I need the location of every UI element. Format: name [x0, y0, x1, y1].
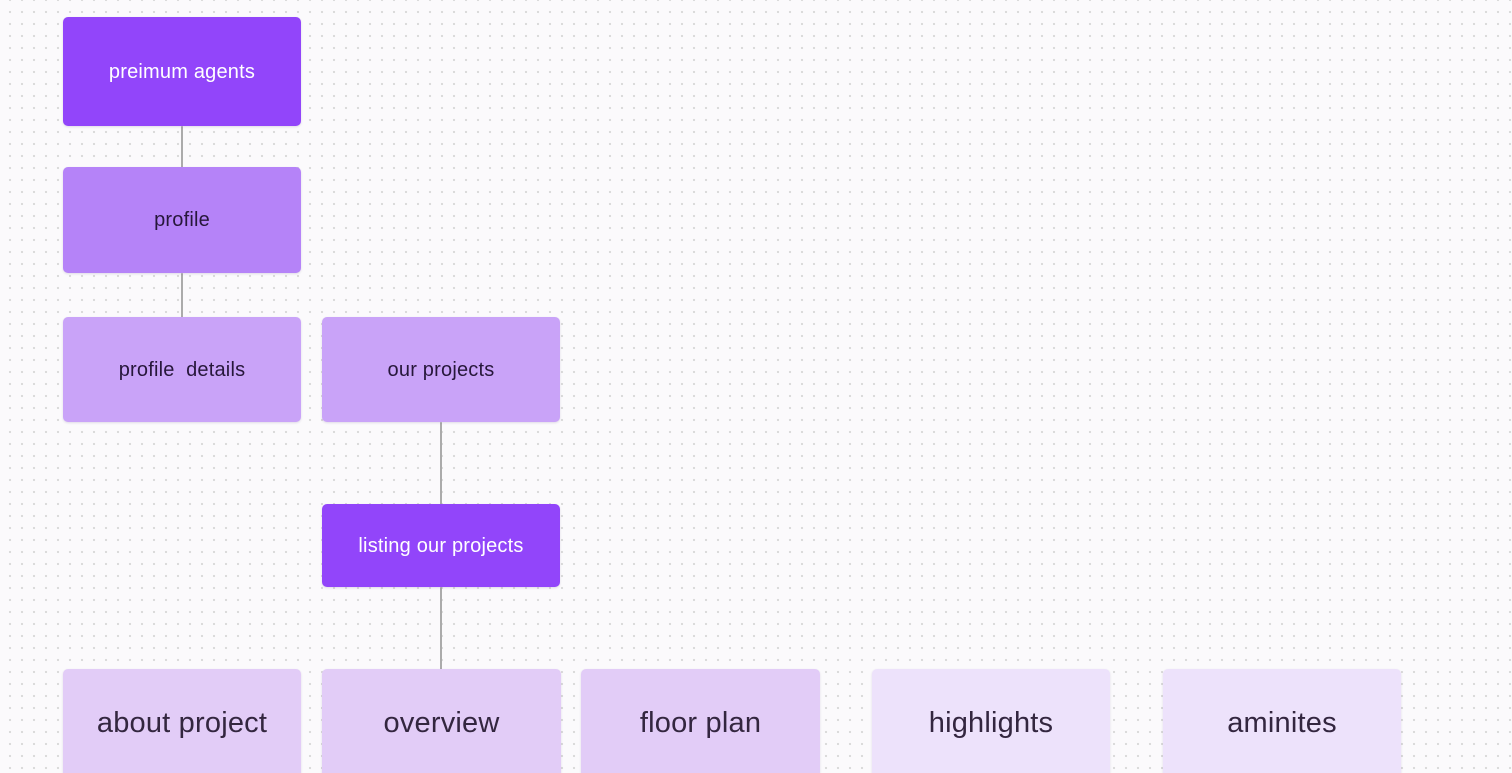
node-label-our-projects: our projects [387, 358, 495, 381]
node-label-profile-details: profile details [118, 358, 246, 381]
node-label-overview: overview [383, 706, 500, 739]
node-floor-plan[interactable]: floor plan [581, 669, 820, 773]
node-highlights[interactable]: highlights [872, 669, 1110, 773]
node-overview[interactable]: overview [322, 669, 561, 773]
node-label-profile: profile [154, 209, 210, 231]
node-listing-our-projects[interactable]: listing our projects [322, 504, 560, 587]
node-label-listing-our-projects: listing our projects [358, 534, 524, 557]
connector-profile-to-profile-details[interactable] [181, 273, 183, 318]
node-our-projects[interactable]: our projects [322, 317, 560, 422]
node-label-preimum-agents: preimum agents [108, 60, 256, 83]
node-profile[interactable]: profile [63, 167, 301, 273]
connector-preimum-agents-to-profile[interactable] [181, 126, 183, 168]
node-preimum-agents[interactable]: preimum agents [63, 17, 301, 126]
node-label-floor-plan: floor plan [639, 706, 762, 739]
node-label-aminites: aminites [1227, 706, 1337, 739]
node-label-about-project: about project [96, 706, 268, 739]
node-label-highlights: highlights [928, 706, 1054, 739]
node-about-project[interactable]: about project [63, 669, 301, 773]
connector-listing-to-overview[interactable] [440, 587, 442, 670]
node-profile-details[interactable]: profile details [63, 317, 301, 422]
node-aminites[interactable]: aminites [1163, 669, 1401, 773]
connector-our-projects-to-listing[interactable] [440, 422, 442, 505]
